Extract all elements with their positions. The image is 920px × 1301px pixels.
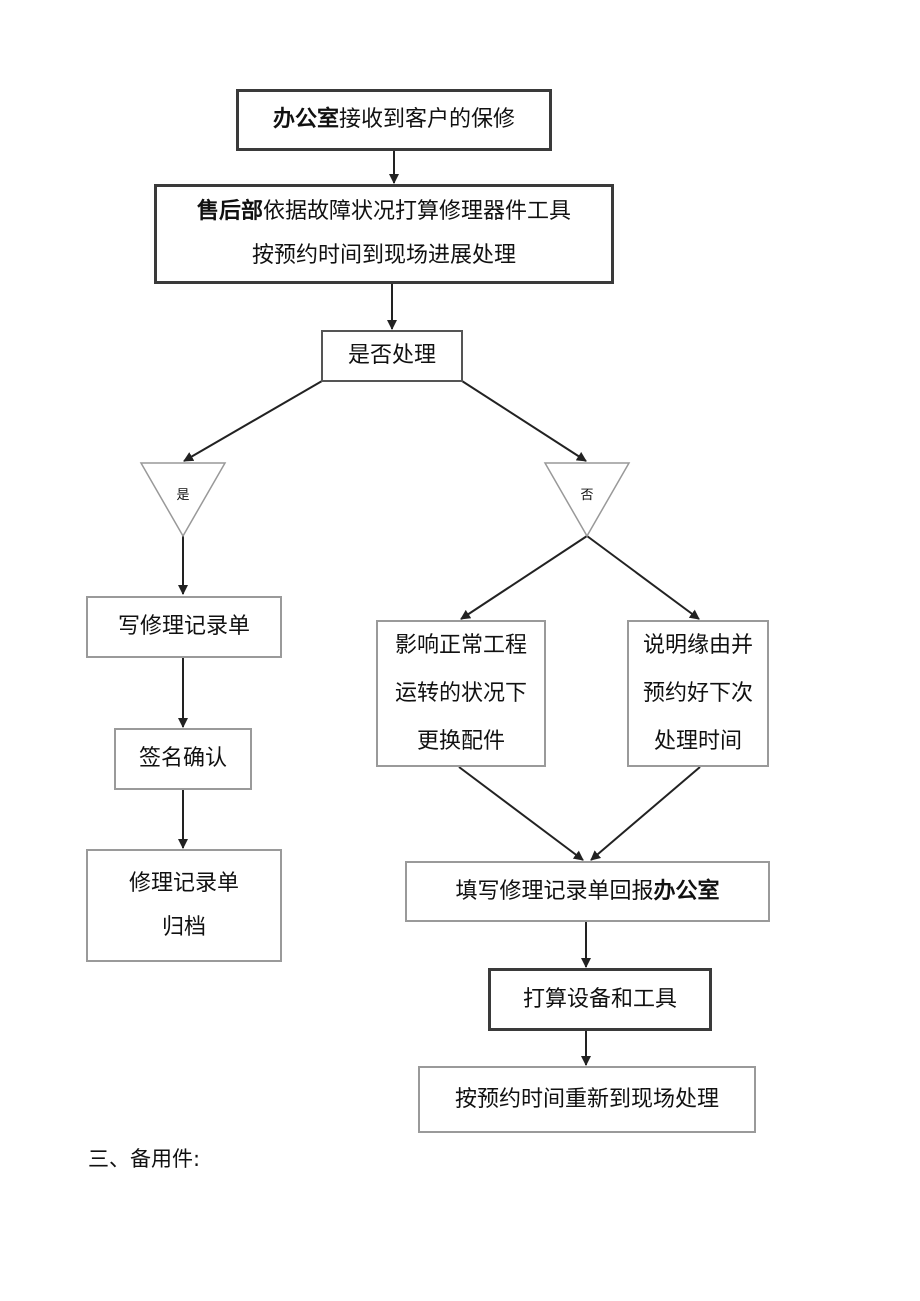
write-record-node: 写修理记录单 <box>86 596 282 658</box>
receive-text: 接收到客户的保修 <box>339 107 516 132</box>
explain-line2: 预约好下次 <box>642 680 753 706</box>
prepare-text: 打算设备和工具 <box>522 986 677 1012</box>
prepare-tools-node: 打算设备和工具 <box>488 968 712 1031</box>
yes-decision-triangle <box>139 462 227 538</box>
arrow-decide-to-yes <box>183 380 323 462</box>
explain-line3: 处理时间 <box>653 728 742 754</box>
decide-text: 是否处理 <box>347 343 436 368</box>
explain-reason-node: 说明缘由并 预约好下次 处理时间 <box>627 620 769 767</box>
archive-node: 修理记录单 归档 <box>86 849 282 962</box>
aftersales-dept-label: 售后部 <box>196 199 263 224</box>
arrow-no-to-explain <box>586 535 700 620</box>
replace-line1: 影响正常工程 <box>394 632 527 658</box>
yes-label: 是 <box>176 488 190 503</box>
no-decision-triangle <box>543 462 631 538</box>
decide-node: 是否处理 <box>321 330 463 382</box>
receive-repair-node: 办公室接收到客户的保修 <box>236 89 552 151</box>
arrow-no-to-replace <box>460 535 588 620</box>
sign-node: 签名确认 <box>114 728 252 790</box>
no-label: 否 <box>580 488 594 503</box>
sign-text: 签名确认 <box>138 746 227 771</box>
replace-line2: 运转的状况下 <box>394 680 527 706</box>
write-record-text: 写修理记录单 <box>117 614 250 639</box>
replace-parts-node: 影响正常工程 运转的状况下 更换配件 <box>376 620 546 767</box>
archive-line2: 归档 <box>161 914 206 940</box>
archive-line1: 修理记录单 <box>128 870 239 896</box>
arrow-decide-to-no <box>461 380 587 462</box>
report-dept-label: 办公室 <box>653 878 720 904</box>
revisit-text: 按预约时间重新到现场处理 <box>454 1086 719 1112</box>
section-heading: 三、备用件: <box>88 1147 201 1171</box>
arrow-replace-to-report <box>458 766 584 861</box>
revisit-node: 按预约时间重新到现场处理 <box>418 1066 756 1133</box>
receive-dept-label: 办公室 <box>272 107 339 132</box>
report-text: 填写修理记录单回报 <box>455 878 654 904</box>
replace-line3: 更换配件 <box>416 728 505 754</box>
explain-line1: 说明缘由并 <box>642 632 753 658</box>
arrow-explain-to-report <box>590 766 701 861</box>
aftersales-node: 售后部依据故障状况打算修理器件工具 按预约时间到现场进展处理 <box>154 184 614 284</box>
aftersales-line1: 依据故障状况打算修理器件工具 <box>263 199 572 224</box>
report-node: 填写修理记录单回报办公室 <box>405 861 770 922</box>
aftersales-line2: 按预约时间到现场进展处理 <box>251 243 516 268</box>
